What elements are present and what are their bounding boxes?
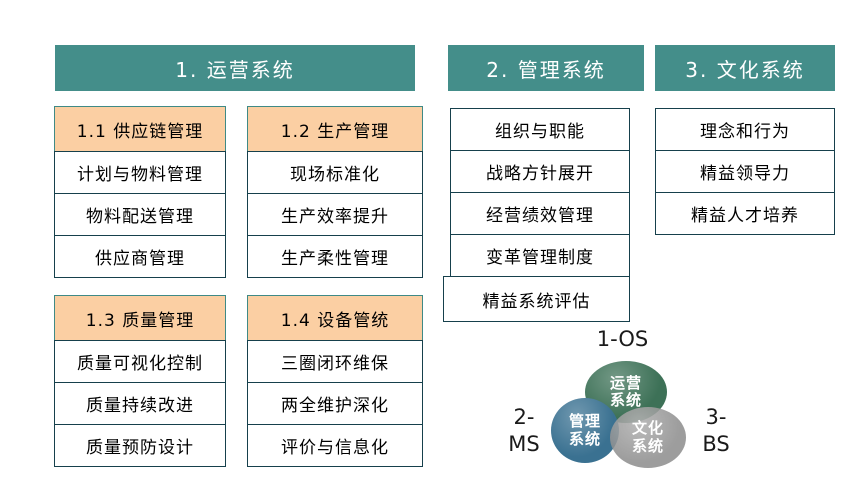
group-equipment: 1.4 设备管统 三圈闭环维保 两全维护深化 评价与信息化 [247, 295, 423, 467]
list-item: 生产柔性管理 [247, 235, 423, 278]
section2-header: 2. 管理系统 [448, 45, 644, 91]
venn-circle-culture: 文化 系统 [610, 407, 686, 468]
list-item: 经营绩效管理 [450, 192, 630, 235]
venn-label-os: 1-OS [596, 327, 649, 351]
venn-label-ms: 2- MS [508, 405, 540, 457]
section3-header: 3. 文化系统 [655, 45, 835, 91]
management-system-list: 组织与职能 战略方针展开 经营绩效管理 变革管理制度 精益系统评估 [443, 108, 630, 322]
list-item: 两全维护深化 [247, 382, 423, 425]
list-item: 质量预防设计 [54, 424, 226, 467]
list-item: 精益人才培养 [655, 192, 835, 235]
section1-header: 1. 运营系统 [55, 45, 415, 91]
group-header: 1.2 生产管理 [247, 106, 423, 152]
group-supply-chain: 1.1 供应链管理 计划与物料管理 物料配送管理 供应商管理 [54, 106, 226, 278]
list-item: 生产效率提升 [247, 193, 423, 236]
venn-circle-management: 管理 系统 [551, 398, 619, 463]
list-item: 评价与信息化 [247, 424, 423, 467]
list-item: 质量可视化控制 [54, 340, 226, 383]
venn-label-bs: 3- BS [702, 405, 730, 457]
culture-system-list: 理念和行为 精益领导力 精益人才培养 [655, 108, 835, 235]
list-item: 精益系统评估 [443, 276, 630, 322]
list-item: 变革管理制度 [450, 234, 630, 277]
list-item: 质量持续改进 [54, 382, 226, 425]
group-header: 1.4 设备管统 [247, 295, 423, 341]
group-production: 1.2 生产管理 现场标准化 生产效率提升 生产柔性管理 [247, 106, 423, 278]
list-item: 战略方针展开 [450, 150, 630, 193]
list-item: 现场标准化 [247, 151, 423, 194]
list-item: 组织与职能 [450, 108, 630, 151]
list-item: 三圈闭环维保 [247, 340, 423, 383]
list-item: 理念和行为 [655, 108, 835, 151]
list-item: 供应商管理 [54, 235, 226, 278]
list-item: 物料配送管理 [54, 193, 226, 236]
group-quality: 1.3 质量管理 质量可视化控制 质量持续改进 质量预防设计 [54, 295, 226, 467]
group-header: 1.3 质量管理 [54, 295, 226, 341]
group-header: 1.1 供应链管理 [54, 106, 226, 152]
list-item: 精益领导力 [655, 150, 835, 193]
list-item: 计划与物料管理 [54, 151, 226, 194]
